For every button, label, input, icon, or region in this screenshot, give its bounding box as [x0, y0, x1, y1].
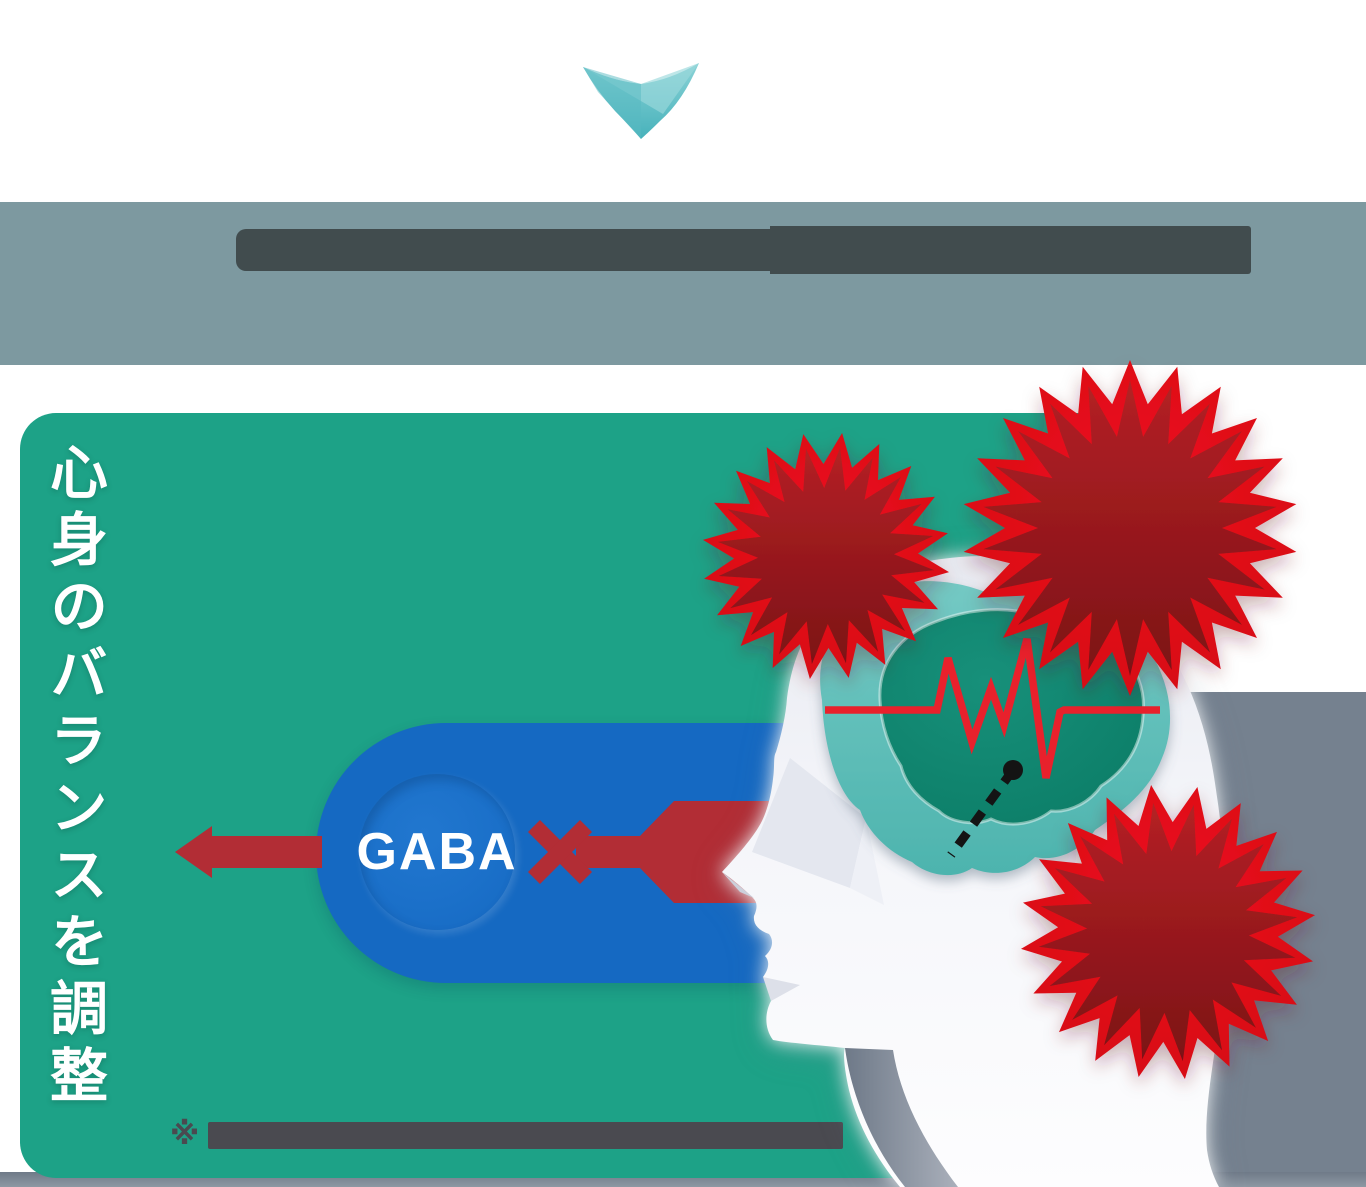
redacted-footnote-bar: [208, 1122, 843, 1149]
gaba-circle-badge: GABA: [356, 774, 518, 930]
right-background-panel: [1130, 692, 1366, 1187]
vertical-catchcopy: 心身のバランスを調整: [40, 442, 108, 1112]
gaba-label: GABA: [356, 823, 518, 881]
footnote-marker: ※: [170, 1117, 200, 1152]
redacted-heading-bar: [236, 229, 770, 271]
redacted-heading-bar: [770, 226, 1251, 274]
